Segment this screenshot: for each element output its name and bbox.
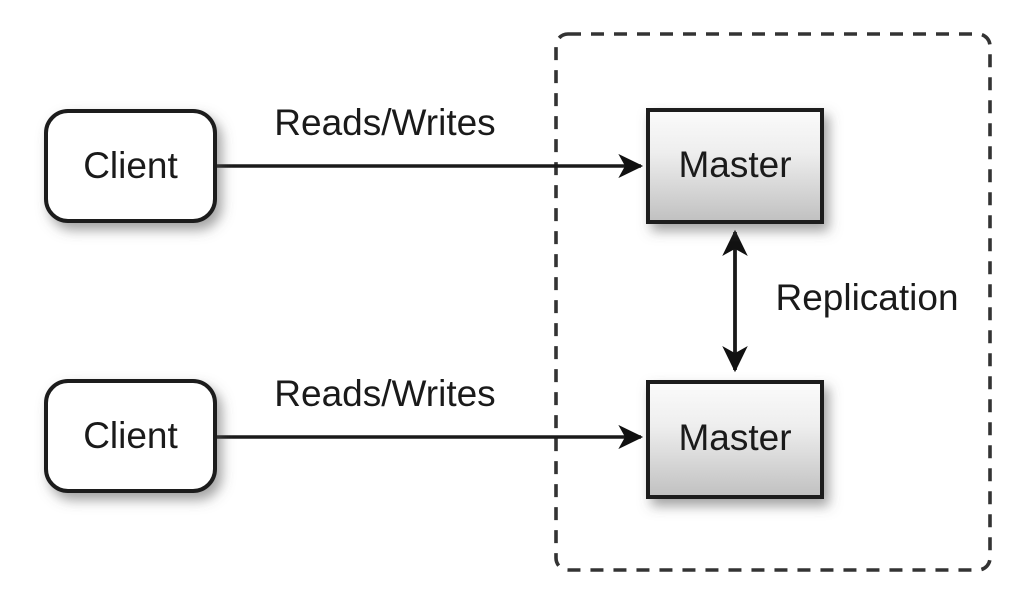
master-bottom-shape[interactable] [646,380,824,499]
edge-label-reads-writes-top: Reads/Writes [274,102,495,143]
master-top-label: Master [678,144,791,185]
node-master-top[interactable]: Master [646,108,824,224]
node-client-bottom[interactable]: Client [44,379,217,493]
client-top-label: Client [83,145,178,186]
node-client-top[interactable]: Client [44,109,217,223]
client-bottom-label: Client [83,415,178,456]
master-bottom-label: Master [678,417,791,458]
node-master-bottom[interactable]: Master [646,380,824,499]
client-top-shape[interactable] [44,109,217,223]
client-bottom-shape[interactable] [44,379,217,493]
edge-label-reads-writes-bottom: Reads/Writes [274,373,495,414]
edge-label-replication: Replication [775,277,958,318]
replication-cluster-boundary [554,32,992,572]
master-top-shape[interactable] [646,108,824,224]
